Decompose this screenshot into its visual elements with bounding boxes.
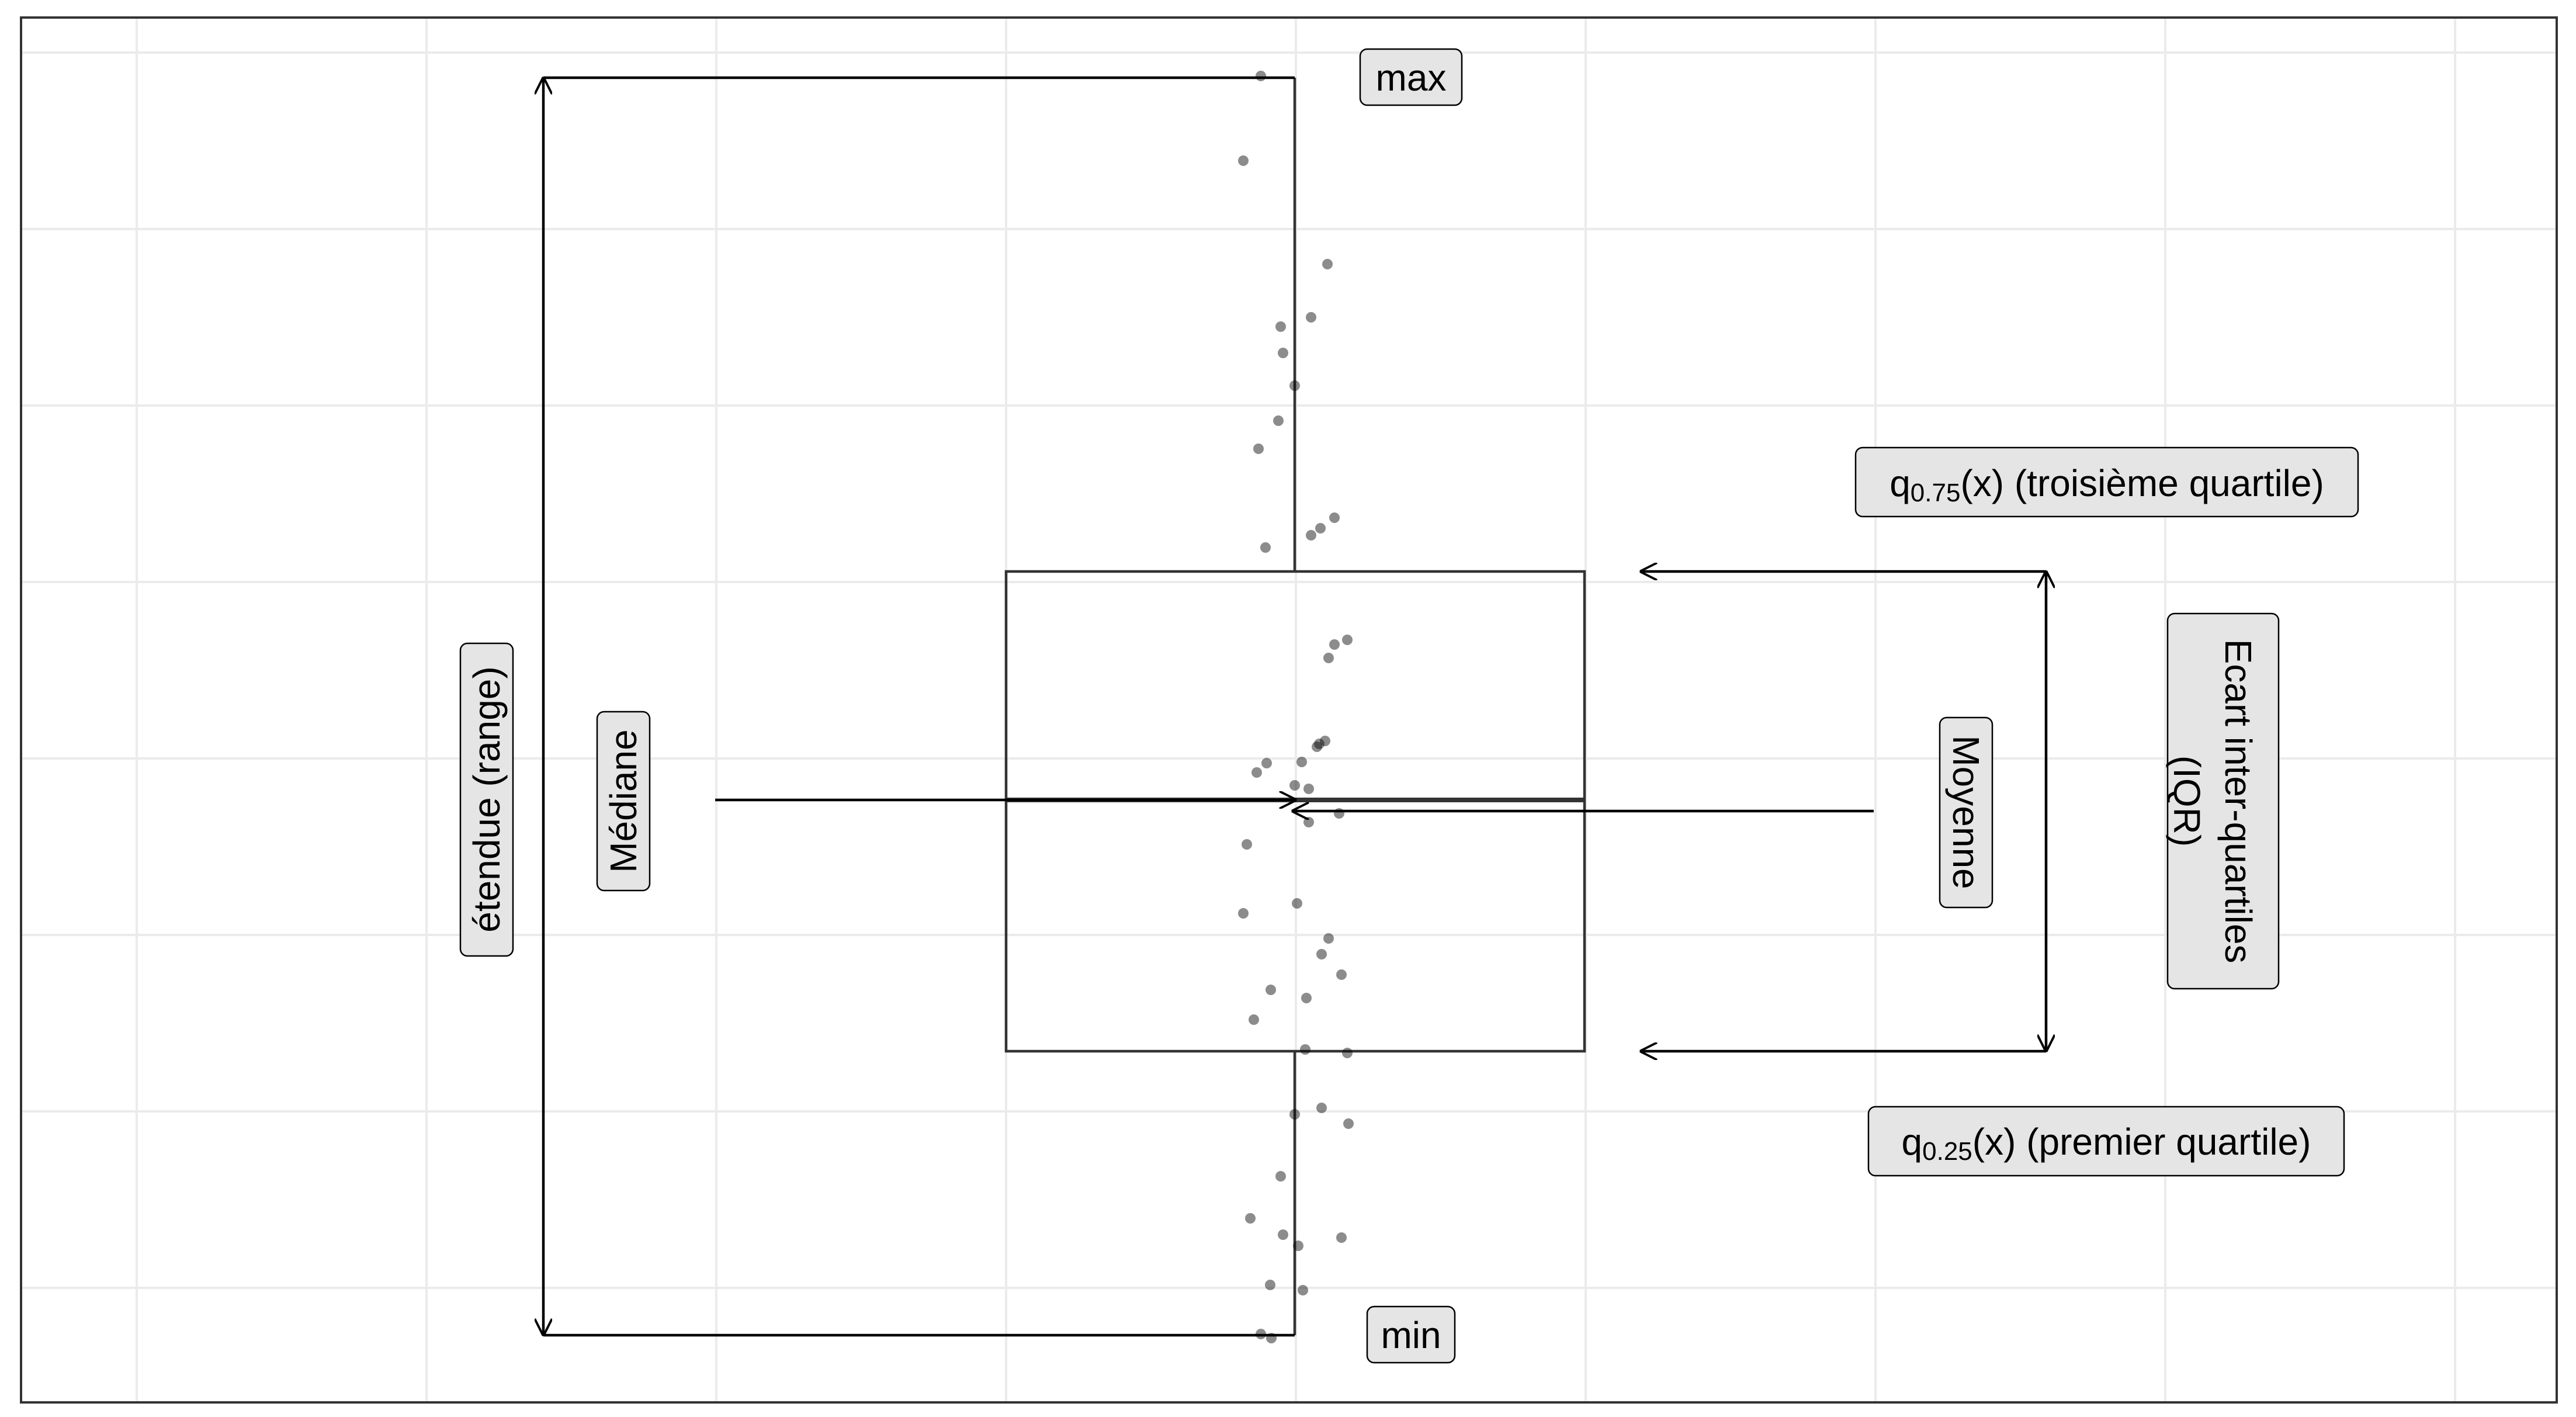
- data-point: [1292, 898, 1302, 909]
- data-point: [1336, 969, 1347, 980]
- data-point: [1306, 530, 1316, 541]
- panel-border: [20, 16, 2558, 1404]
- svg-text:(IQR): (IQR): [2166, 756, 2208, 847]
- data-point: [1238, 908, 1249, 919]
- data-point: [1343, 1118, 1354, 1129]
- data-point: [1316, 949, 1327, 959]
- data-point: [1273, 415, 1284, 426]
- data-point: [1242, 839, 1252, 850]
- data-points: [1238, 71, 1354, 1343]
- data-point: [1329, 639, 1340, 650]
- data-point: [1289, 1109, 1300, 1120]
- data-point: [1251, 767, 1262, 778]
- label-mean: Moyenne: [1939, 716, 1993, 909]
- svg-text:max: max: [1376, 57, 1447, 99]
- annotation-lines: [543, 76, 2046, 1337]
- data-point: [1265, 1280, 1275, 1290]
- svg-text:min: min: [1381, 1314, 1441, 1356]
- data-point: [1249, 1014, 1259, 1025]
- data-point: [1296, 757, 1307, 767]
- data-point: [1336, 1232, 1347, 1243]
- data-point: [1293, 1241, 1303, 1251]
- data-point: [1315, 523, 1326, 533]
- data-point: [1289, 780, 1300, 791]
- label-median: Médiane: [596, 711, 651, 892]
- svg-text:Médiane: Médiane: [602, 729, 644, 873]
- label-max: max: [1359, 48, 1463, 106]
- data-point: [1320, 736, 1330, 746]
- data-point: [1261, 758, 1272, 768]
- data-point: [1275, 1171, 1286, 1182]
- svg-text:q0.25(x) (premier quartile): q0.25(x) (premier quartile): [1902, 1121, 2311, 1166]
- label-min: min: [1366, 1305, 1456, 1364]
- data-point: [1275, 321, 1286, 332]
- svg-text:Ecart inter-quartiles: Ecart inter-quartiles: [2217, 639, 2259, 964]
- label-q3: q0.75(x) (troisième quartile): [1854, 446, 2359, 518]
- label-range: étendue (range): [459, 642, 514, 957]
- data-point: [1260, 542, 1271, 553]
- data-point: [1298, 1285, 1308, 1295]
- grid: [21, 18, 2557, 1402]
- svg-text:q0.75(x) (troisième quartile): q0.75(x) (troisième quartile): [1889, 462, 2324, 507]
- data-point: [1322, 259, 1333, 269]
- data-point: [1314, 739, 1325, 749]
- data-point: [1316, 1103, 1327, 1113]
- data-point: [1334, 808, 1344, 819]
- data-point: [1256, 71, 1266, 81]
- data-point: [1342, 635, 1353, 645]
- svg-text:Moyenne: Moyenne: [1945, 735, 1987, 889]
- data-point: [1306, 312, 1316, 323]
- label-q1: q0.25(x) (premier quartile): [1867, 1106, 2345, 1177]
- data-point: [1323, 653, 1334, 663]
- data-point: [1266, 985, 1276, 995]
- data-point: [1245, 1213, 1256, 1224]
- data-point: [1312, 742, 1322, 752]
- data-point: [1301, 993, 1312, 1003]
- data-point: [1238, 155, 1249, 166]
- data-point: [1289, 380, 1300, 391]
- data-point: [1323, 933, 1334, 944]
- data-point: [1342, 1048, 1353, 1058]
- data-point: [1278, 1229, 1288, 1240]
- data-point: [1300, 1044, 1310, 1055]
- data-point: [1253, 444, 1264, 454]
- data-point: [1329, 512, 1340, 523]
- data-point: [1303, 784, 1314, 794]
- label-iqr: Ecart inter-quartiles (IQR): [2166, 612, 2280, 990]
- svg-text:étendue (range): étendue (range): [466, 666, 508, 932]
- data-point: [1278, 348, 1288, 358]
- data-point: [1303, 817, 1314, 827]
